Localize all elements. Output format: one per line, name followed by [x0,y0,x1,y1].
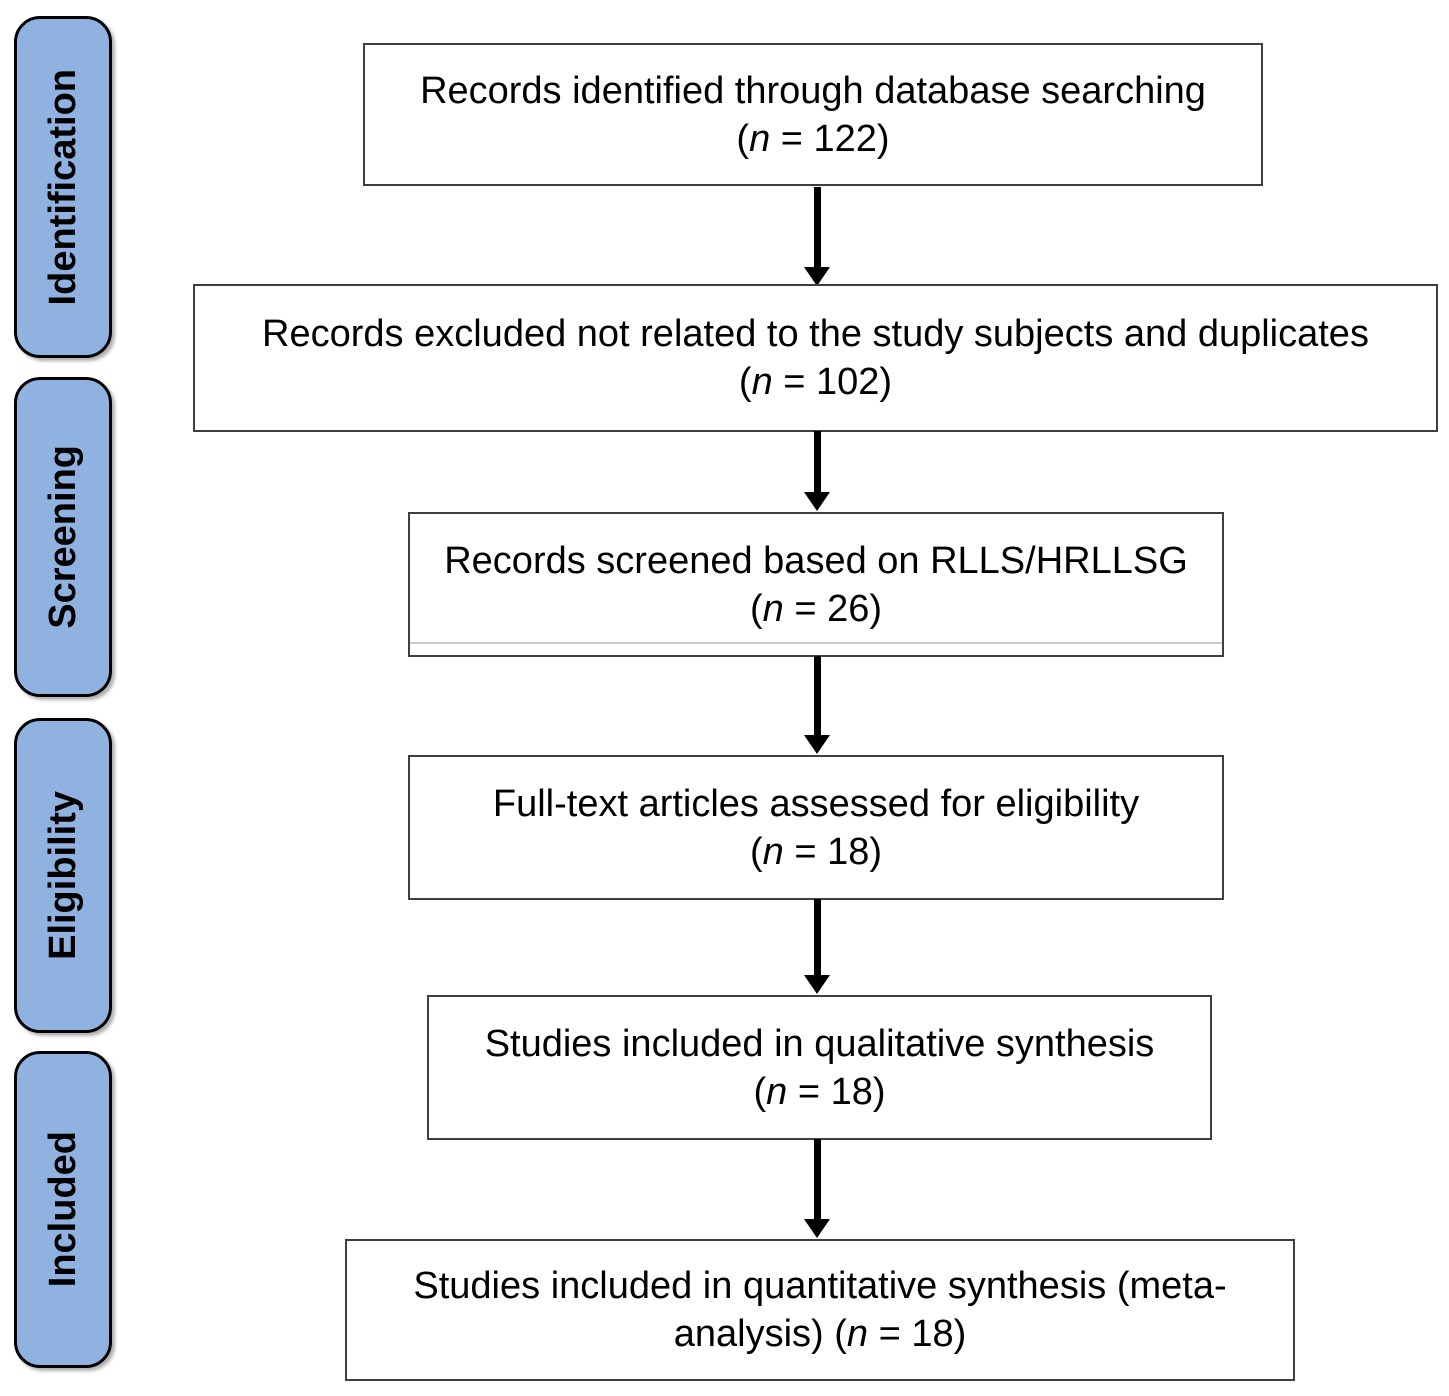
flow-box-records-excluded-text: Records excluded not related to the stud… [262,313,1369,355]
flow-box-records-identified-count: (n = 122) [736,117,890,160]
stage-included-label: Included [41,1131,84,1288]
stage-included: Included [14,1051,112,1368]
arrow-shaft [813,431,821,492]
flow-box-qualitative-synthesis-text: Studies included in qualitative synthesi… [484,1022,1155,1065]
arrow-shaft [813,656,821,735]
flow-arrow-4 [804,899,830,994]
flow-box-records-excluded: Records excluded not related to the stud… [193,284,1438,432]
down-arrow-icon [804,492,830,511]
flow-box-quantitative-synthesis-count: analysis) (n = 18) [673,1313,967,1355]
stage-screening-label: Screening [41,445,84,629]
flow-box-qualitative-synthesis-count: (n = 18) [753,1070,886,1113]
flow-box-quantitative-synthesis-text: Studies included in quantitative synthes… [413,1265,1227,1307]
stage-screening: Screening [14,377,112,697]
flow-box-records-identified-text: Records identified through database sear… [420,69,1206,112]
flow-box-fulltext-assessed-count: (n = 18) [749,830,883,873]
flow-box-fulltext-assessed: Full-text articles assessed for eligibil… [408,755,1224,900]
stage-eligibility-label: Eligibility [41,791,84,960]
flow-box-records-screened-count: (n = 26) [749,587,883,630]
faint-divider-line [410,642,1222,644]
flow-box-records-excluded-count: (n = 102) [738,361,893,403]
flow-box-fulltext-assessed-text: Full-text articles assessed for eligibil… [492,782,1140,825]
arrow-shaft [813,1139,821,1219]
stage-eligibility: Eligibility [14,718,112,1033]
stage-identification-label: Identification [41,68,84,306]
flow-box-records-identified: Records identified through database sear… [363,43,1263,186]
arrow-shaft [813,899,821,975]
flow-arrow-2 [804,431,830,511]
down-arrow-icon [804,1219,830,1238]
down-arrow-icon [804,735,830,754]
flow-box-records-screened-text: Records screened based on RLLS/HRLLSG [444,539,1188,582]
down-arrow-icon [804,267,830,286]
flow-arrow-1 [804,187,830,286]
stage-identification: Identification [14,16,112,358]
flow-box-qualitative-synthesis: Studies included in qualitative synthesi… [427,995,1212,1140]
flow-box-records-screened: Records screened based on RLLS/HRLLSG (n… [408,512,1224,657]
flow-arrow-3 [804,656,830,754]
flow-box-quantitative-synthesis: Studies included in quantitative synthes… [345,1239,1295,1381]
flow-arrow-5 [804,1139,830,1238]
down-arrow-icon [804,975,830,994]
arrow-shaft [813,187,821,267]
